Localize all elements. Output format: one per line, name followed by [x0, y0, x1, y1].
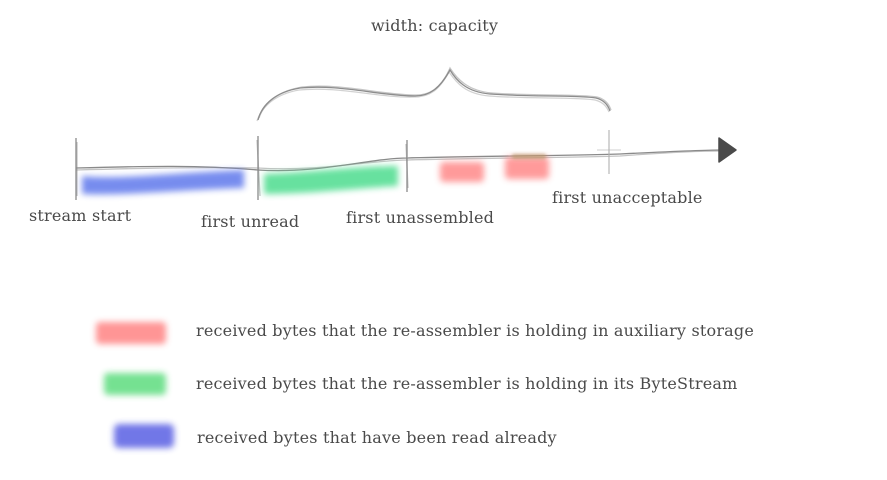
- legend-label-read: received bytes that have been read alrea…: [197, 428, 557, 447]
- segment-read: [82, 170, 244, 195]
- capacity-brace: [256, 66, 612, 122]
- first-unread-label: first unread: [201, 212, 300, 231]
- segment-auxiliary-1: [440, 162, 484, 182]
- first-unacceptable-label: first unacceptable: [552, 188, 703, 207]
- stream-axis-line: [75, 149, 723, 172]
- legend-swatch-read: [114, 424, 174, 448]
- legend-label-auxiliary: received bytes that the re-assembler is …: [196, 321, 755, 340]
- axis-arrow-head: [718, 137, 737, 163]
- segment-in-stream: [264, 166, 398, 194]
- first-unassembled-label: first unassembled: [346, 208, 495, 227]
- tick-first-unread: [256, 136, 261, 200]
- legend-swatch-auxiliary: [96, 322, 166, 344]
- stream-start-label: stream start: [29, 206, 132, 225]
- tick-first-unassembled: [405, 140, 409, 192]
- legend-label-in-stream: received bytes that the re-assembler is …: [196, 374, 738, 393]
- segment-auxiliary-2: [505, 154, 549, 179]
- legend-swatch-in-stream: [104, 373, 166, 395]
- tick-first-unacceptable: [597, 130, 621, 174]
- tick-stream-start: [75, 138, 78, 200]
- capacity-label: width: capacity: [371, 16, 499, 35]
